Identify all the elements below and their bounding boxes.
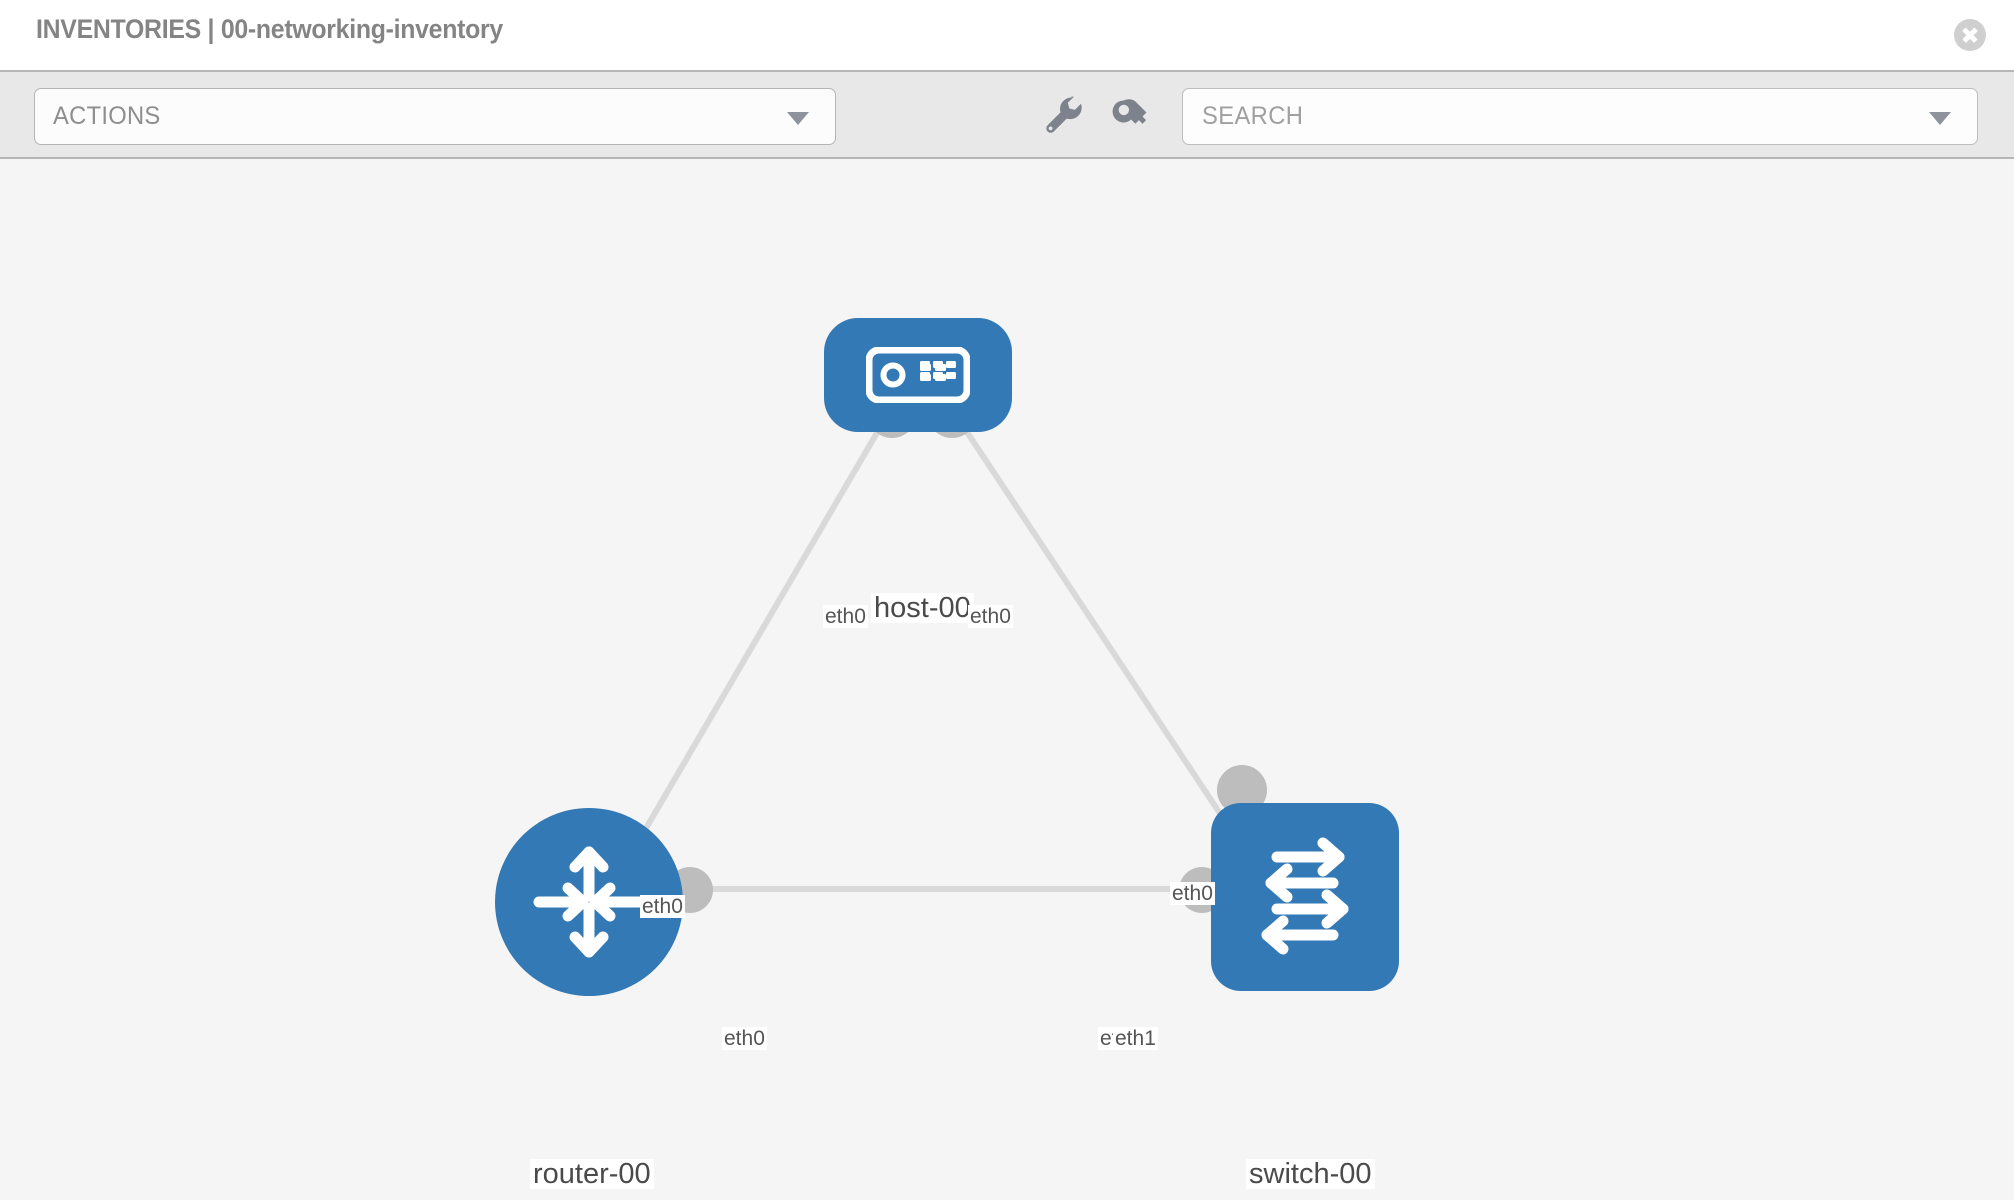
switch-arrows-icon: [1261, 837, 1349, 955]
graph-endpoints: [667, 388, 1267, 913]
chevron-down-icon: [787, 111, 809, 125]
iface-label-host-left: eth0: [823, 605, 868, 629]
server-device-icon: [866, 347, 970, 403]
node-label-switch-00: switch-00: [1246, 1159, 1375, 1189]
endpoint-switch-eth0: [1217, 765, 1267, 815]
iface-label-host-right: eth0: [968, 605, 1013, 629]
iface-label-switch-uplink: eth0: [1170, 882, 1215, 906]
iface-label-router-right: eth0: [722, 1027, 767, 1051]
actions-dropdown[interactable]: ACTIONS: [34, 88, 836, 145]
iface-label-switch-left-b: eth1: [1113, 1027, 1158, 1051]
router-four-arrows-icon: [533, 846, 645, 958]
page-header: INVENTORIES | 00-networking-inventory: [0, 0, 2014, 70]
node-switch-00[interactable]: [1211, 803, 1399, 991]
toolbar: ACTIONS SEARCH: [0, 70, 2014, 159]
node-label-router-00: router-00: [530, 1159, 654, 1189]
page-title: INVENTORIES | 00-networking-inventory: [36, 14, 503, 44]
search-placeholder: SEARCH: [1202, 102, 1304, 130]
close-icon[interactable]: [1954, 19, 1986, 51]
chevron-down-icon: [1929, 111, 1951, 125]
iface-label-router-uplink: eth0: [640, 895, 685, 919]
node-label-host-00: host-00: [871, 593, 974, 623]
wrench-icon[interactable]: [1033, 88, 1089, 144]
topology-canvas[interactable]: host-00 router-00 switch-00 eth0 eth0 et…: [0, 159, 2014, 1200]
edge-host-router: [597, 412, 891, 909]
graph-edges: [597, 412, 1293, 921]
topology-graph: [597, 388, 1293, 921]
search-input[interactable]: SEARCH: [1182, 88, 1978, 145]
key-icon[interactable]: [1102, 88, 1158, 144]
actions-dropdown-label: ACTIONS: [53, 102, 161, 130]
node-host-00[interactable]: [824, 318, 1012, 432]
